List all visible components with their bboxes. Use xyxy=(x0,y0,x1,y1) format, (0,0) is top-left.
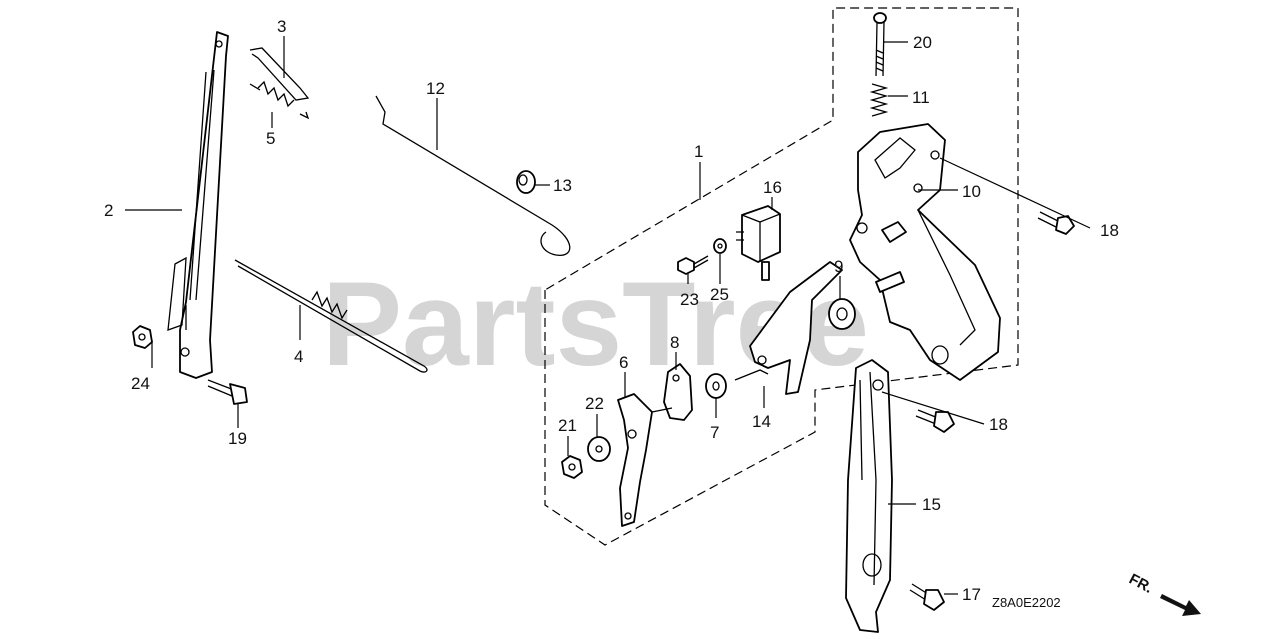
part-7-washer[interactable] xyxy=(705,373,727,399)
part-21-nut[interactable] xyxy=(561,455,583,479)
part-2-rod[interactable] xyxy=(167,31,229,379)
part-9-washer[interactable] xyxy=(828,298,856,330)
part-20-bolt[interactable] xyxy=(873,12,887,77)
part-10-bracket[interactable] xyxy=(849,123,1001,381)
front-label: FR. xyxy=(1126,571,1155,597)
callout-10[interactable]: 10 xyxy=(962,182,981,201)
part-15-cover[interactable] xyxy=(845,359,893,633)
callout-11[interactable]: 11 xyxy=(912,88,930,107)
part-17-bolt[interactable] xyxy=(909,583,945,611)
callout-13[interactable]: 13 xyxy=(553,176,572,195)
part-3-clip[interactable] xyxy=(249,47,310,101)
callout-14[interactable]: 14 xyxy=(752,412,771,431)
part-8-lever[interactable] xyxy=(663,363,693,421)
callout-7[interactable]: 7 xyxy=(710,423,719,442)
diagram-code: Z8A0E2202 xyxy=(992,595,1061,610)
front-indicator: FR. xyxy=(1126,571,1201,616)
callout-17[interactable]: 17 xyxy=(962,585,981,604)
callout-23[interactable]: 23 xyxy=(680,290,699,309)
callout-18-lower[interactable]: 18 xyxy=(989,415,1008,434)
part-22-washer[interactable] xyxy=(587,436,611,462)
part-19-bolt[interactable] xyxy=(207,379,248,405)
part-25-washer[interactable] xyxy=(713,238,727,254)
callout-2[interactable]: 2 xyxy=(104,201,113,220)
callout-20[interactable]: 20 xyxy=(913,33,932,52)
front-arrow-icon xyxy=(1160,594,1201,616)
callout-4[interactable]: 4 xyxy=(294,347,303,366)
callout-3[interactable]: 3 xyxy=(277,17,286,36)
part-16-switch[interactable] xyxy=(736,205,781,281)
part-24-nut[interactable] xyxy=(132,325,153,349)
part-4-spring-rod[interactable] xyxy=(234,259,428,373)
leader-lines xyxy=(125,36,1091,595)
part-13-grommet[interactable] xyxy=(516,170,536,194)
part-6-lever-arm[interactable] xyxy=(617,393,673,527)
part-12-wire-rod[interactable] xyxy=(375,95,571,256)
callout-6[interactable]: 6 xyxy=(619,353,628,372)
callout-1[interactable]: 1 xyxy=(694,142,703,161)
callout-15[interactable]: 15 xyxy=(922,495,941,514)
callout-9[interactable]: 9 xyxy=(834,257,843,276)
callout-18-upper[interactable]: 18 xyxy=(1100,221,1119,240)
part-23-bolt[interactable] xyxy=(677,255,709,275)
callout-21[interactable]: 21 xyxy=(558,416,577,435)
callout-8[interactable]: 8 xyxy=(670,333,679,352)
callout-labels: 1 2 3 4 5 6 7 8 9 10 11 12 13 14 15 16 1… xyxy=(104,17,1119,604)
part-11-spring[interactable] xyxy=(869,83,889,117)
callout-25[interactable]: 25 xyxy=(710,285,729,304)
callout-12[interactable]: 12 xyxy=(426,79,445,98)
part-14-lever-plate[interactable] xyxy=(734,261,843,395)
callout-5[interactable]: 5 xyxy=(266,129,275,148)
part-18-bolt-upper[interactable] xyxy=(1037,211,1075,235)
callout-22[interactable]: 22 xyxy=(585,394,604,413)
callout-19[interactable]: 19 xyxy=(228,429,247,448)
part-5-spring[interactable] xyxy=(249,80,310,120)
callout-24[interactable]: 24 xyxy=(131,374,150,393)
callout-16[interactable]: 16 xyxy=(763,178,782,197)
